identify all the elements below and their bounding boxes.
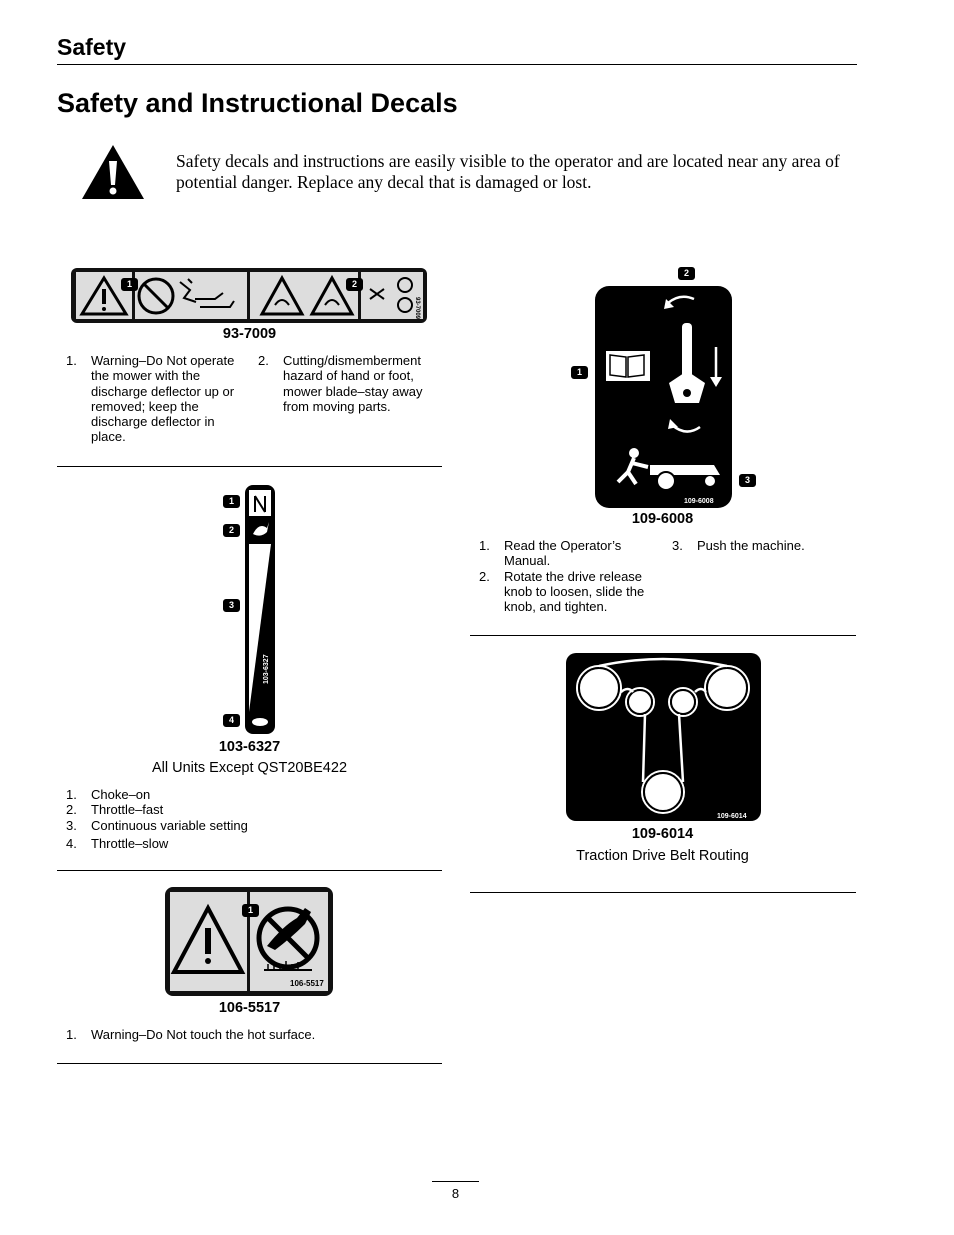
decal-legend: 1.Read the Operator’s Manual. 2.Rotate t… xyxy=(479,538,661,614)
page-title: Safety and Instructional Decals xyxy=(57,88,458,118)
decal-number: 109-6008 xyxy=(631,511,694,527)
decal-109-6008-image: 109-6008 xyxy=(595,286,732,508)
decal-93-7009-image: 93-7009 xyxy=(71,268,427,323)
callout-2: 2 xyxy=(346,278,363,291)
callout-1: 1 xyxy=(571,366,588,379)
decal-label: 109-6014 xyxy=(717,813,747,820)
list-item: 2.Throttle–fast xyxy=(66,802,164,818)
decal-caption: All Units Except QST20BE422 xyxy=(151,760,348,776)
list-item: 1.Read the Operator’s Manual. xyxy=(479,538,622,569)
decal-legend: 1.Choke–on 2.Throttle–fast 3.Continuous … xyxy=(66,787,436,851)
callout-3: 3 xyxy=(739,474,756,487)
decal-legend: 1.Warning–Do Not operate the mower with … xyxy=(66,353,250,445)
warning-triangle-icon xyxy=(82,145,144,199)
list-item: 1.Warning–Do Not operate the mower with … xyxy=(66,353,235,445)
decal-legend: 3.Push the machine. xyxy=(672,538,852,553)
callout-2: 2 xyxy=(223,524,240,537)
callout-4: 4 xyxy=(223,714,240,727)
decal-legend: 2.Cutting/dismemberment hazard of hand o… xyxy=(258,353,442,414)
divider xyxy=(470,635,856,636)
decal-number: 106-5517 xyxy=(218,1000,281,1016)
callout-1: 1 xyxy=(242,904,259,917)
list-item: 3.Push the machine. xyxy=(672,538,805,553)
decal-109-6014-image: 109-6014 xyxy=(566,653,761,821)
divider xyxy=(470,892,856,893)
list-item: 3.Continuous variable setting xyxy=(66,817,248,833)
divider xyxy=(57,466,442,467)
decal-legend: 1.Warning–Do Not touch the hot surface. xyxy=(66,1027,436,1042)
list-item: 2.Cutting/dismemberment hazard of hand o… xyxy=(258,353,423,414)
decal-label: 93-7009 xyxy=(414,297,420,320)
callout-2: 2 xyxy=(678,267,695,280)
header-rule xyxy=(57,64,857,65)
decal-label: 109-6008 xyxy=(684,498,714,505)
list-item: 4.Throttle–slow xyxy=(66,835,169,851)
decal-label: 106-5517 xyxy=(290,979,324,988)
decal-106-5517-image: 106-5517 xyxy=(165,887,333,996)
list-item: 1.Choke–on xyxy=(66,787,151,802)
decal-label: 103-6327 xyxy=(263,654,270,684)
callout-1: 1 xyxy=(223,495,240,508)
divider xyxy=(57,1063,442,1064)
list-item: 1.Warning–Do Not touch the hot surface. xyxy=(66,1027,316,1042)
section-title: Safety xyxy=(57,34,127,60)
list-item: 2.Rotate the drive release knob to loose… xyxy=(479,568,645,615)
decal-number: 109-6014 xyxy=(631,826,694,842)
callout-3: 3 xyxy=(223,599,240,612)
decal-number: 93-7009 xyxy=(222,326,277,342)
page-number: 8 xyxy=(451,1186,460,1201)
intro-paragraph: Safety decals and instructions are easil… xyxy=(176,151,840,192)
callout-1: 1 xyxy=(121,278,138,291)
decal-caption: Traction Drive Belt Routing xyxy=(576,848,749,864)
decal-number: 103-6327 xyxy=(218,739,281,755)
divider xyxy=(57,870,442,871)
decal-103-6327-image: 103-6327 xyxy=(245,485,275,734)
page-number-rule xyxy=(432,1181,479,1182)
